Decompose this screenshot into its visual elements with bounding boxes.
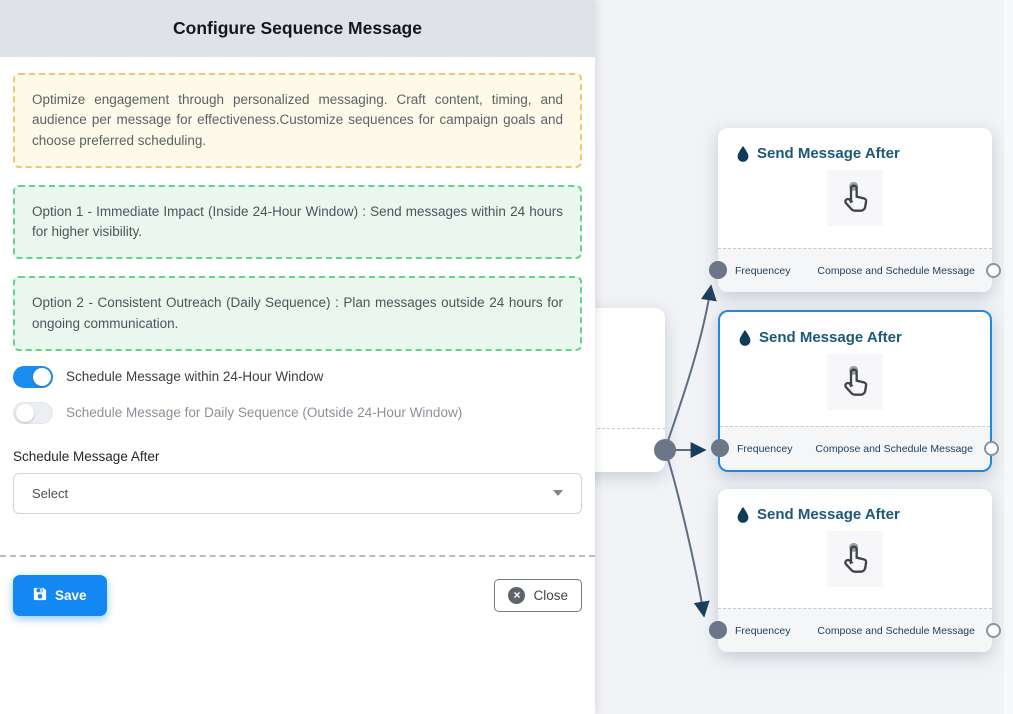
node-footer: Frequencey Compose and Schedule Message [720,426,990,470]
source-node-partial[interactable]: ce Message [595,308,665,472]
node-title-label: Send Message After [757,506,900,523]
input-handle[interactable] [709,621,727,639]
water-drop-icon [739,329,751,346]
compose-schedule-label: Compose and Schedule Message [817,264,975,277]
compose-schedule-label: Compose and Schedule Message [817,624,975,637]
node-title-label: Send Message After [757,145,900,162]
node-send-message-after-1[interactable]: Send Message After Frequencey Compose an… [709,128,1001,292]
toggle-24h-window-label: Schedule Message within 24-Hour Window [66,369,324,385]
toggle-daily-sequence-label: Schedule Message for Daily Sequence (Out… [66,405,463,421]
toggle-24h-window[interactable] [13,365,53,388]
hand-pointer-icon[interactable] [827,170,883,226]
hand-pointer-icon[interactable] [827,354,883,410]
close-circle-icon [508,586,526,604]
water-drop-icon [737,506,749,523]
node-send-message-after-2[interactable]: Send Message After Frequencey Compose an… [711,310,999,472]
frequency-label: Frequencey [735,264,791,277]
compose-schedule-label: Compose and Schedule Message [815,442,973,455]
input-handle[interactable] [709,261,727,279]
source-output-handle[interactable] [654,439,676,461]
canvas-right-strip [1004,0,1013,714]
schedule-after-select[interactable]: Select [13,472,582,514]
close-button-label: Close [533,587,568,603]
hand-pointer-icon[interactable] [827,531,883,587]
output-handle[interactable] [986,263,1001,278]
frequency-label: Frequencey [737,442,793,455]
edge-to-node-1[interactable] [664,284,717,451]
panel-title: Configure Sequence Message [0,0,595,57]
info-message-box: Optimize engagement through personalized… [13,73,582,168]
node-footer: Frequencey Compose and Schedule Message [718,248,992,292]
select-value: Select [32,485,69,501]
option-1-box: Option 1 - Immediate Impact (Inside 24-H… [13,184,582,260]
node-body: Send Message After [720,312,990,426]
configure-sequence-panel: Configure Sequence Message Optimize enga… [0,0,595,714]
save-icon [33,587,47,604]
node-send-message-after-3[interactable]: Send Message After Frequencey Compose an… [709,489,1001,652]
frequency-label: Frequencey [735,624,791,637]
panel-actions: Save Close [13,574,582,616]
node-footer: Frequencey Compose and Schedule Message [718,608,992,652]
water-drop-icon [737,145,749,162]
toggle-group: Schedule Message within 24-Hour Window S… [0,365,595,424]
footer-divider [0,554,595,557]
save-button-label: Save [55,587,87,603]
output-handle[interactable] [986,623,1001,638]
node-title-label: Send Message After [759,329,902,346]
chevron-down-icon [553,490,563,497]
schedule-after-field: Schedule Message After Select [13,449,582,514]
toggle-knob [16,403,34,422]
toggle-row-daily-sequence: Schedule Message for Daily Sequence (Out… [13,401,582,424]
input-handle[interactable] [711,439,729,457]
save-button[interactable]: Save [13,574,107,616]
close-button[interactable]: Close [494,578,582,612]
toggle-knob [33,367,51,386]
toggle-daily-sequence[interactable] [13,401,53,424]
output-handle[interactable] [984,441,999,456]
toggle-row-24h-window: Schedule Message within 24-Hour Window [13,365,582,388]
node-body: Send Message After [718,128,992,248]
flow-canvas[interactable]: ce Message Send Message After [595,0,1013,714]
flow-edges [654,284,717,618]
node-body: Send Message After [718,489,992,608]
option-2-box: Option 2 - Consistent Outreach (Daily Se… [13,276,582,351]
edge-to-node-3[interactable] [664,449,710,618]
schedule-after-label: Schedule Message After [13,448,160,464]
